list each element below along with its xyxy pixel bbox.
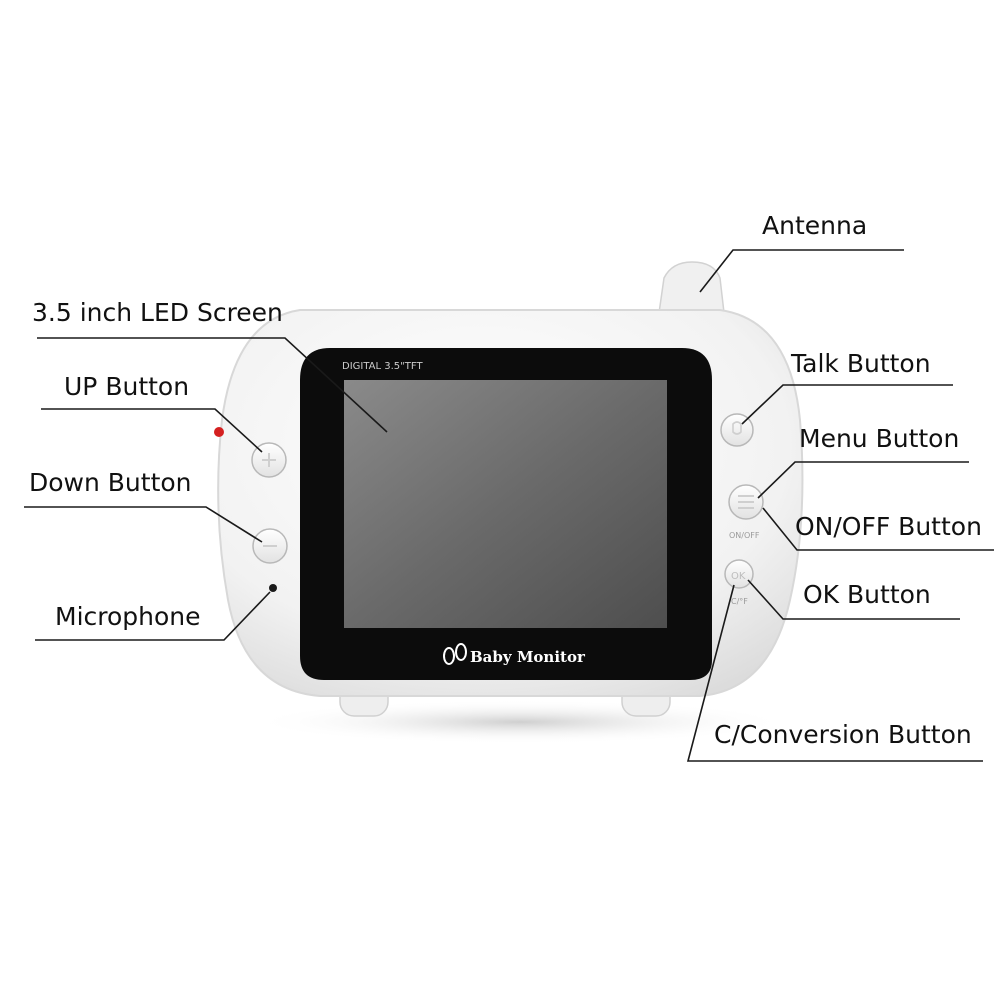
antenna-label: Antenna (762, 211, 868, 240)
display-area (344, 380, 667, 628)
microphone-label: Microphone (55, 602, 201, 631)
screen-label: 3.5 inch LED Screen (32, 298, 283, 327)
microphone-leader (35, 591, 271, 641)
c-marking: C/°F (731, 597, 748, 606)
up-button-label: UP Button (64, 372, 190, 401)
down-button[interactable] (252, 528, 288, 564)
ok-marking: OK (731, 571, 746, 582)
ok-leader (747, 579, 960, 620)
conversion-leader (686, 584, 983, 762)
footprint-logo-icon (443, 643, 467, 665)
menu-button-label: Menu Button (799, 424, 960, 453)
antenna-leader (699, 249, 904, 293)
power-led (214, 427, 224, 437)
screen-leader (37, 337, 388, 433)
talk-leader (741, 384, 953, 425)
onoff-button-label: ON/OFF Button (795, 512, 982, 541)
microphone-hole (269, 584, 277, 592)
floor-shadow (250, 700, 790, 744)
down-button-label: Down Button (29, 468, 192, 497)
menu-button[interactable] (728, 484, 764, 520)
ok-button[interactable]: OK (724, 559, 754, 589)
up-leader (41, 408, 263, 453)
conversion-button-label: C/Conversion Button (714, 720, 972, 749)
onoff-marking: ON/OFF (729, 531, 760, 540)
onoff-leader (762, 507, 994, 551)
screen-marking: DIGITAL 3.5"TFT (342, 361, 423, 372)
menu-leader (757, 461, 969, 499)
talk-button-label: Talk Button (791, 349, 931, 378)
ok-button-label: OK Button (803, 580, 931, 609)
brand-text: Baby Monitor (470, 648, 586, 666)
down-leader (24, 506, 263, 543)
